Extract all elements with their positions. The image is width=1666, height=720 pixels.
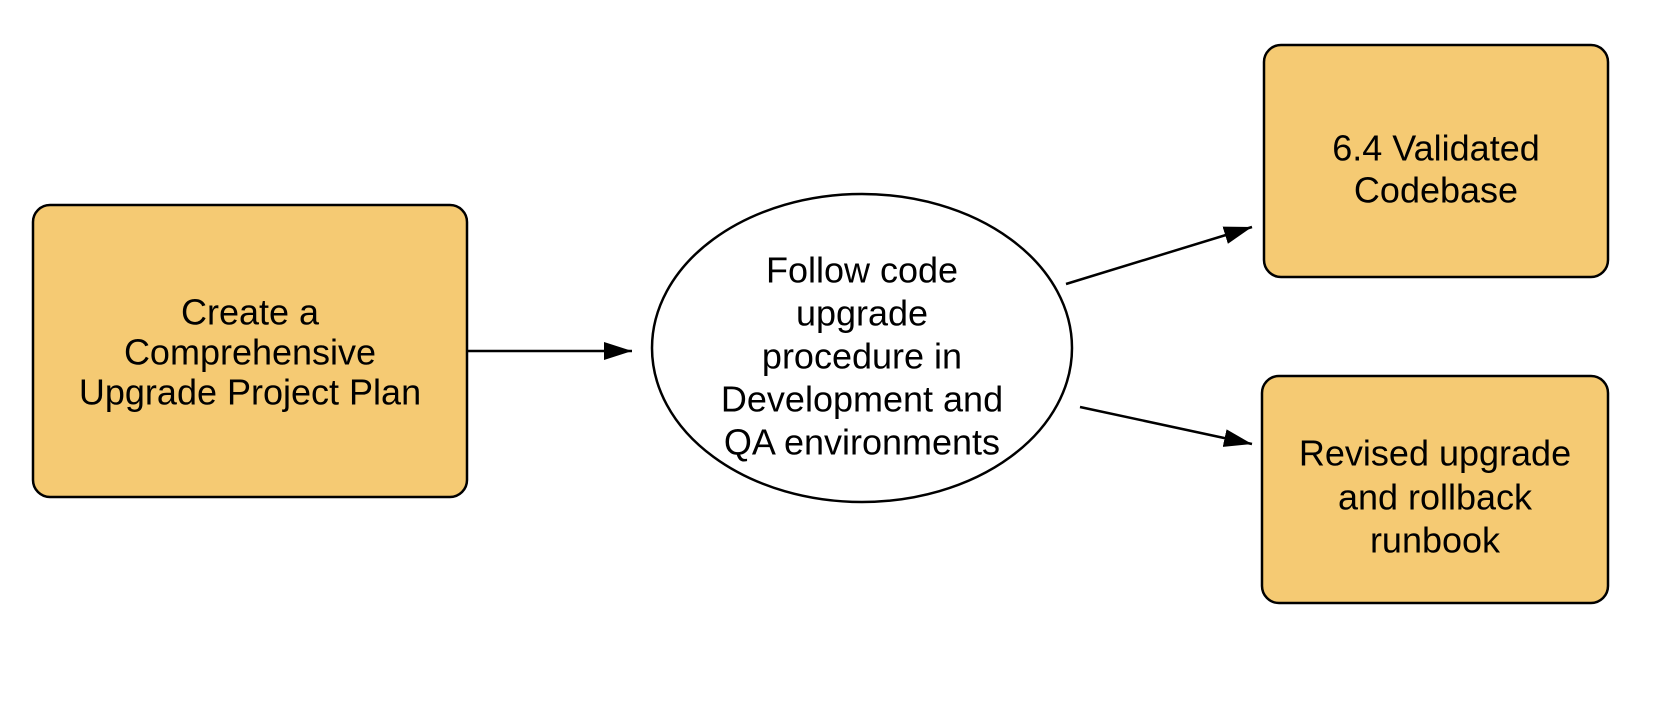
node-procedure-label-line: Follow code [766,250,958,291]
node-runbook: Revised upgrade and rollback runbook [1260,374,1610,605]
node-procedure-label-line: upgrade [796,293,928,334]
node-runbook-label-line: Revised upgrade [1299,433,1571,474]
node-codebase-label-line: Codebase [1354,170,1518,211]
node-runbook-label-line: runbook [1370,520,1501,561]
node-plan-label-line: Comprehensive [124,332,376,373]
node-codebase: 6.4 Validated Codebase [1262,43,1610,279]
node-codebase-shape [1262,43,1610,279]
edge-procedure-to-codebase [1065,225,1253,286]
node-procedure-shape [650,192,1074,504]
node-plan-label-line: Upgrade Project Plan [79,372,421,413]
node-codebase-label-line: 6.4 Validated [1332,128,1540,169]
edge-procedure-to-runbook [1079,405,1253,447]
node-procedure-label-line: procedure in [762,336,962,377]
node-plan-shape [31,203,469,499]
node-plan-label-line: Create a [181,292,320,333]
arrow-procedure-to-codebase [1065,225,1253,286]
arrow-procedure-to-runbook [1079,405,1253,447]
node-procedure-label-line: QA environments [724,422,1000,463]
node-procedure-label-line: Development and [721,379,1003,420]
node-runbook-label-line: and rollback [1338,477,1533,518]
node-runbook-shape [1260,374,1610,605]
node-plan: Create a Comprehensive Upgrade Project P… [31,203,469,499]
node-procedure: Follow code upgrade procedure in Develop… [650,192,1074,504]
